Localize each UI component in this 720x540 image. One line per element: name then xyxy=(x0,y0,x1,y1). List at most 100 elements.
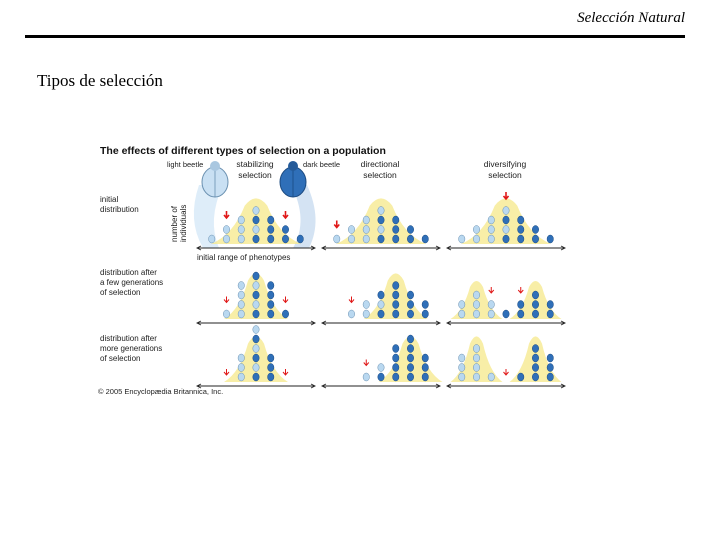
beetle-icon xyxy=(473,234,480,244)
beetle-icon xyxy=(392,215,400,225)
beetle-icon xyxy=(267,290,275,300)
beetle-icon xyxy=(392,290,400,300)
column-header-word: selection xyxy=(363,170,397,180)
beetle-icon xyxy=(252,234,260,244)
beetle-icon xyxy=(237,363,245,372)
beetle-icon xyxy=(267,281,275,290)
beetle-icon xyxy=(252,225,260,234)
beetle-icon xyxy=(237,234,245,244)
beetle-icon xyxy=(532,234,539,244)
beetle-icon xyxy=(546,372,554,382)
beetle-icon xyxy=(458,234,466,244)
beetle-icon xyxy=(282,309,289,319)
beetle-icon xyxy=(392,300,400,309)
selection-arrow-icon xyxy=(333,220,340,229)
column-header-word: stabilizing xyxy=(236,159,274,169)
selection-arrow-icon xyxy=(502,192,510,201)
beetle-icon xyxy=(392,234,400,244)
beetle-icon xyxy=(377,225,385,234)
beetle-icon xyxy=(252,271,260,281)
phenotype-axis xyxy=(320,383,442,389)
beetle-icon xyxy=(546,353,554,363)
beetle-icon xyxy=(362,225,370,234)
beetle-icon xyxy=(407,309,414,319)
beetle-icon xyxy=(267,309,275,319)
selection-arrow-icon xyxy=(348,296,355,304)
beetle-icon xyxy=(282,234,289,244)
beetle-icon xyxy=(237,372,245,382)
beetle-icon xyxy=(282,225,289,234)
phenotype-axis xyxy=(320,320,442,326)
beetle-icon xyxy=(517,215,525,225)
beetle-icon xyxy=(407,234,414,244)
beetle-icon xyxy=(517,225,525,234)
credit-line: © 2005 Encyclopædia Britannica, Inc. xyxy=(98,387,223,396)
beetle-icon xyxy=(517,234,525,244)
beetle-icon xyxy=(458,353,466,363)
beetle-icon xyxy=(473,363,480,372)
beetle-icon xyxy=(532,363,539,372)
beetle-icon xyxy=(237,281,245,290)
beetle-icon xyxy=(362,372,370,382)
dark-beetle-icon xyxy=(279,161,307,198)
beetle-icon xyxy=(237,353,245,363)
beetle-icon xyxy=(532,225,539,234)
row-label-2-line-1: distribution after xyxy=(100,334,157,343)
beetle-icon xyxy=(487,225,495,234)
beetle-icon xyxy=(458,363,466,372)
beetle-icon xyxy=(223,309,230,319)
light-beam xyxy=(193,185,223,248)
beetle-icon xyxy=(377,206,385,215)
beetle-icon xyxy=(237,225,245,234)
beetle-icon xyxy=(487,234,495,244)
phenotype-axis xyxy=(195,383,317,389)
beetle-icon xyxy=(377,309,385,319)
beetle-icon xyxy=(392,225,400,234)
beetle-icon xyxy=(362,234,370,244)
beetle-icon xyxy=(458,309,466,319)
header-title: Selección Natural xyxy=(577,10,685,26)
beetle-icon xyxy=(377,372,385,382)
beetle-icon xyxy=(267,225,275,234)
beetle-icon xyxy=(473,353,480,363)
selection-arrow-icon xyxy=(223,211,230,220)
beetle-icon xyxy=(407,372,414,382)
selection-arrow-icon xyxy=(363,359,370,367)
beetle-icon xyxy=(407,363,414,372)
beetle-icon xyxy=(252,290,260,300)
selection-arrow-icon xyxy=(517,287,524,294)
beetle-icon xyxy=(532,372,539,382)
beetle-icon xyxy=(532,344,539,353)
beetle-icon xyxy=(502,215,510,225)
beetle-icon xyxy=(502,309,510,319)
selection-arrow-icon xyxy=(282,369,289,376)
phenotype-axis xyxy=(195,320,317,326)
beetle-icon xyxy=(487,300,495,309)
distribution-hill xyxy=(509,281,562,319)
beetle-icon xyxy=(407,353,414,363)
y-axis-label-line: number of xyxy=(170,205,179,242)
dark-beam xyxy=(291,185,316,248)
row-label-1-line-1: distribution after xyxy=(100,268,157,277)
beetle-icon xyxy=(267,353,275,363)
beetle-icon xyxy=(532,290,539,300)
beetle-icon xyxy=(362,300,370,309)
light-beetle-icon xyxy=(201,161,229,198)
beetle-icon xyxy=(421,300,429,309)
selection-arrow-icon xyxy=(488,287,495,294)
beetle-icon xyxy=(392,372,400,382)
beetle-icon xyxy=(517,372,525,382)
beetle-icon xyxy=(473,372,480,382)
distribution-hill xyxy=(450,281,503,319)
row-label-0-line-1: initial xyxy=(100,195,118,204)
beetle-icon xyxy=(362,309,370,319)
beetle-icon xyxy=(392,353,400,363)
beetle-icon xyxy=(407,290,414,300)
beetle-icon xyxy=(237,290,245,300)
beetle-icon xyxy=(252,353,260,363)
beetle-icon xyxy=(421,234,429,244)
beetle-icon xyxy=(421,309,429,319)
beetle-icon xyxy=(421,353,429,363)
